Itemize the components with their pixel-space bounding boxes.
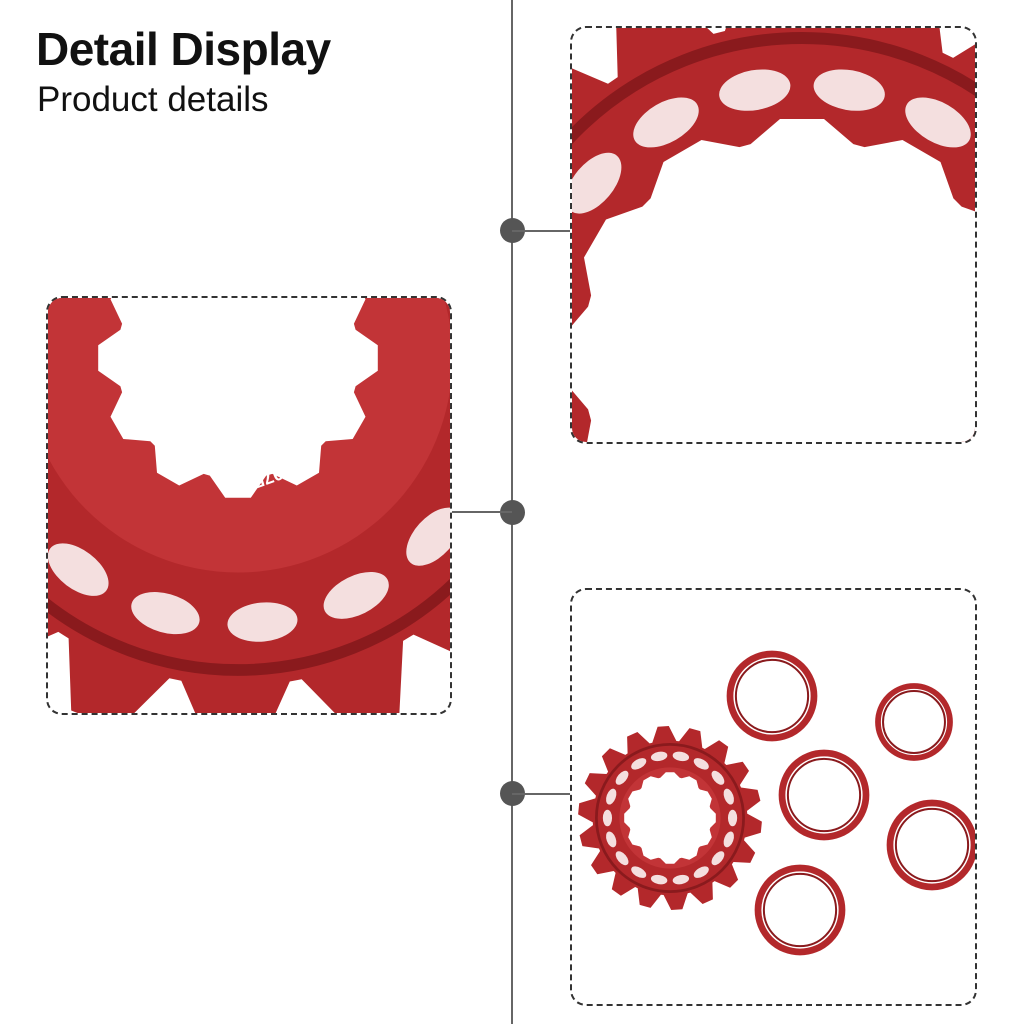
sprocket-hole [727,809,738,827]
spacer-ring-inner [894,807,970,883]
sprocket-hole [672,751,690,762]
sprocket-rim [595,743,745,893]
spacer-ring-inner [762,872,838,948]
sprocket-hole [650,874,668,885]
sprocket-rim [48,578,450,676]
sprocket-kit-image [578,650,975,956]
spacer-ring [875,683,953,761]
sprocket-hole [672,874,690,885]
sprocket-hole [406,507,450,566]
detail-image-engraving: AL-7075 T6 35.5 [46,296,452,715]
sprocket-spline-bore [624,772,716,864]
sprocket-hole [711,851,725,866]
connector-1 [512,230,572,232]
page-subtitle: Product details [37,80,269,119]
sprocket-rim [572,32,975,145]
spacer-ring [886,799,975,891]
spacer-ring-inner [786,757,862,833]
sprocket-hole [631,758,647,770]
sprocket-hole [813,69,885,111]
detail-image-kit [570,588,977,1006]
sprocket-engraving-image: AL-7075 T6 35.5 [48,298,450,713]
sprocket-hole [606,831,617,848]
sprocket-hole [723,788,734,805]
sprocket-hole [48,543,109,596]
sprocket-hole [572,152,622,214]
spacer-ring [726,650,818,742]
connector-2 [450,511,512,513]
sprocket-hole [650,751,668,762]
lockring-bore [892,700,936,744]
sprocket-hole [905,97,971,148]
sprocket-hole [131,592,200,635]
sprocket-hole [606,788,617,805]
spacer-ring [754,864,846,956]
sprocket-hole [633,97,699,148]
spacer-ring-inner [734,658,810,734]
sprocket-hole [615,851,629,866]
spacer-ring [778,749,870,841]
page-title: Detail Display [36,23,331,75]
sprocket-hole [615,770,629,785]
sprocket-hole [693,758,709,770]
sprocket-hole [719,69,791,111]
sprocket-hole [631,866,647,878]
detail-image-teeth [570,26,977,444]
sprocket-hole [602,809,613,827]
sprocket-hole [723,831,734,848]
sprocket-hole [227,602,298,642]
sprocket-closeup-image [572,28,975,442]
sprocket-spline-bore [98,298,378,498]
sprocket-hole [711,770,725,785]
sprocket-spline-bore [572,119,975,442]
connector-3 [512,793,572,795]
sprocket-hole [693,866,709,878]
sprocket-hole [323,571,389,619]
spacer-ring-inner [882,690,946,754]
